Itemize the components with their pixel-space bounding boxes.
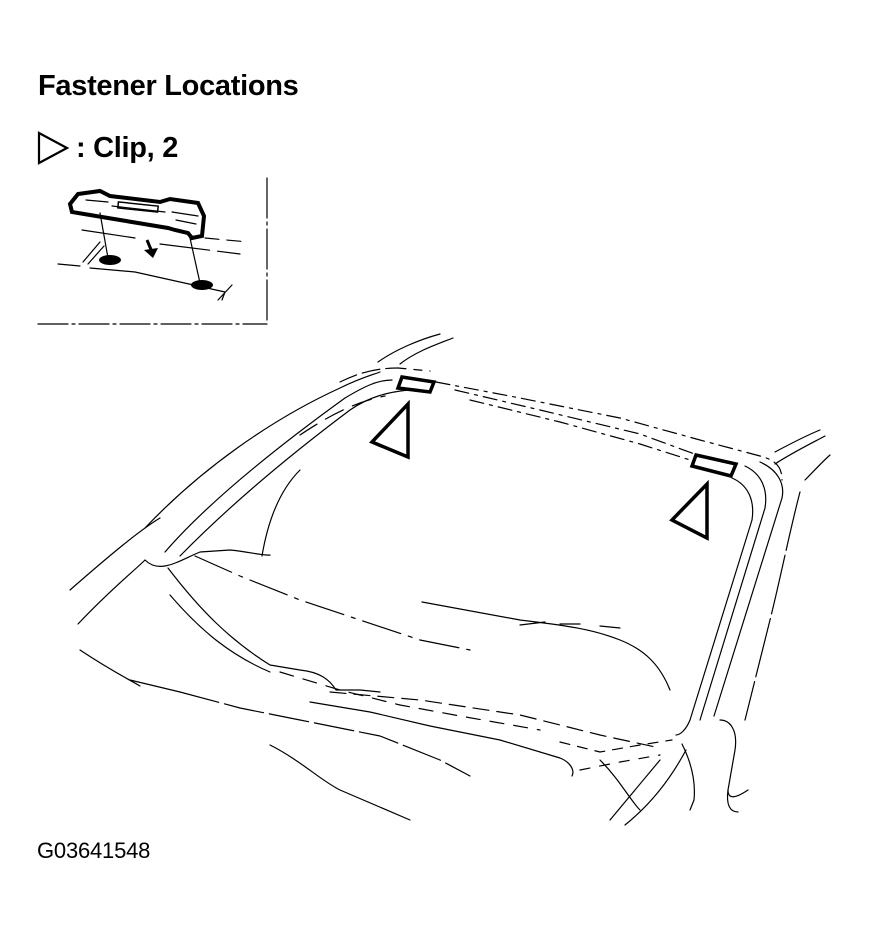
clip-location-rect	[395, 375, 437, 394]
down-arrow-icon	[144, 239, 158, 258]
clip-part-icon	[67, 188, 207, 241]
triangle-clip-icon	[368, 399, 410, 460]
clip-marker-2	[669, 452, 739, 541]
legend: : Clip, 2	[36, 128, 178, 168]
windshield-drawing	[69, 333, 831, 826]
clip-detail-inset	[37, 177, 268, 325]
clip-location-rect	[689, 452, 739, 479]
triangle-clip-icon	[669, 479, 709, 541]
clip-marker-1	[368, 375, 437, 460]
triangle-clip-icon	[37, 131, 70, 165]
figure-id: G03641548	[37, 838, 151, 863]
legend-label: : Clip, 2	[76, 131, 179, 164]
page-title: Fastener Locations	[38, 70, 299, 102]
